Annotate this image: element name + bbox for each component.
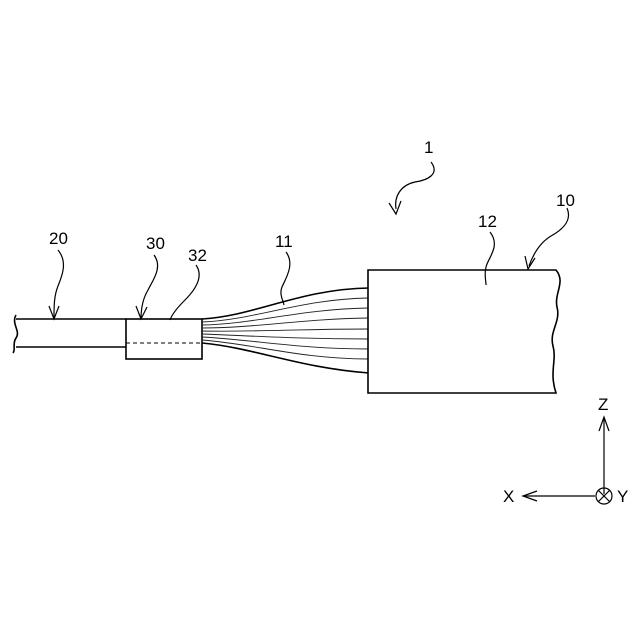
reference-labels: 1 10 12 11 20 30 32 xyxy=(49,138,575,265)
ferrule-sleeve xyxy=(126,319,202,359)
axis-label-y: Y xyxy=(617,487,628,506)
leader-32 xyxy=(170,265,199,320)
cable xyxy=(13,315,126,353)
leader-1 xyxy=(396,162,434,209)
label-connector-10: 10 xyxy=(556,191,575,210)
leader-1-arrowhead xyxy=(389,201,401,214)
label-ferrule-part-32: 32 xyxy=(188,246,207,265)
leader-11 xyxy=(281,252,290,305)
connector-body xyxy=(368,270,560,393)
fiber-bundle xyxy=(202,288,369,373)
leader-30 xyxy=(141,255,158,319)
label-ferrule-30: 30 xyxy=(146,234,165,253)
axis-label-x: X xyxy=(503,487,514,506)
axis-indicator: Z X Y xyxy=(503,395,628,506)
label-cable-20: 20 xyxy=(49,229,68,248)
label-device-1: 1 xyxy=(424,138,433,157)
label-fibers-11: 11 xyxy=(275,232,293,251)
label-body-12: 12 xyxy=(478,212,497,231)
leader-10 xyxy=(529,208,569,266)
axis-label-z: Z xyxy=(598,395,608,414)
